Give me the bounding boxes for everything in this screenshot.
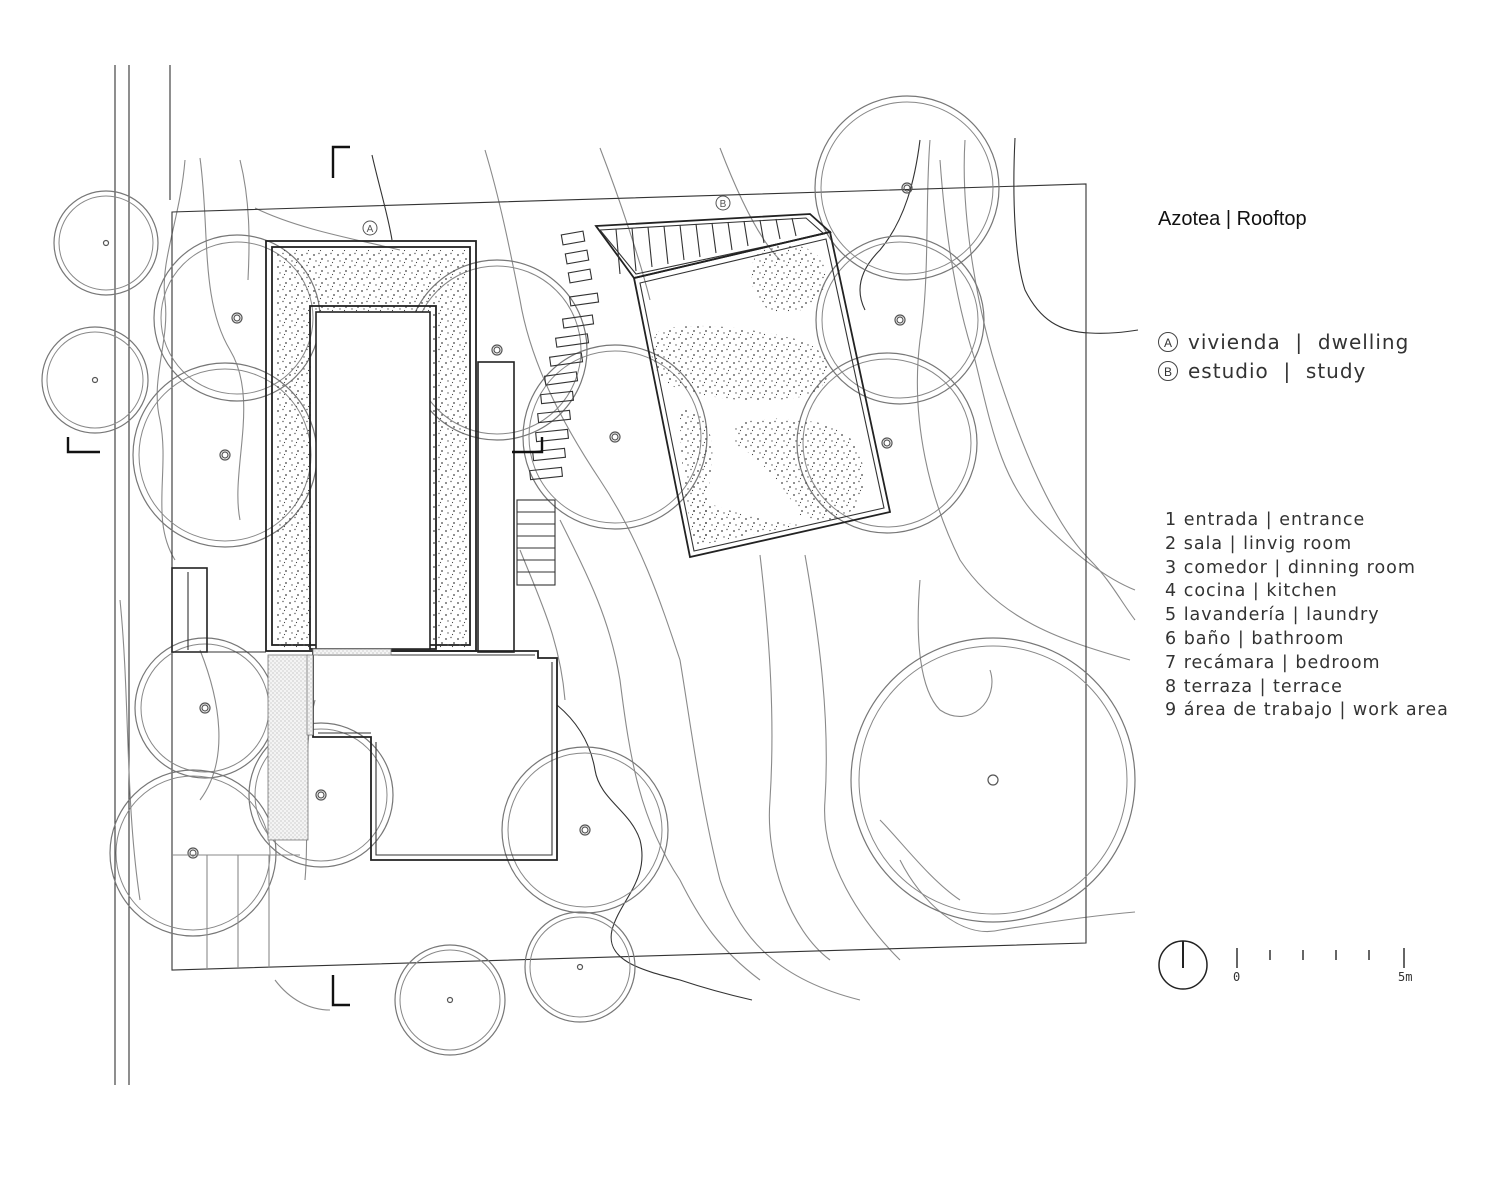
building-letter-badge: A — [1158, 332, 1178, 352]
tree-icon — [814, 95, 1000, 281]
tree-icon — [248, 722, 394, 868]
room-legend-item: 7 recámara | bedroom — [1165, 652, 1381, 673]
building-key-label: vivienda | dwelling — [1188, 330, 1410, 354]
room-legend-item: 8 terraza | terrace — [1165, 676, 1343, 697]
study-stairs — [615, 217, 797, 275]
tree-icon — [109, 769, 277, 937]
tree-icon — [394, 944, 506, 1056]
building-key-b: B estudio | study — [1158, 359, 1366, 383]
tree-icon — [41, 326, 149, 434]
building-key-a: A vivienda | dwelling — [1158, 330, 1409, 354]
room-legend-item: 3 comedor | dinning room — [1165, 557, 1416, 578]
street-lines — [114, 65, 171, 1085]
svg-text:B: B — [720, 199, 727, 210]
tree-icon — [850, 637, 1136, 923]
tree-icon — [524, 911, 636, 1023]
contour-lines — [119, 139, 1136, 1011]
scale-bar — [1236, 948, 1405, 968]
parking-spaces — [172, 854, 300, 968]
building-letter-badge: B — [1158, 361, 1178, 381]
building-a-dwelling — [171, 240, 558, 968]
tree-icon — [815, 235, 985, 405]
tree-icon — [501, 746, 669, 914]
room-legend-item: 1 entrada | entrance — [1165, 510, 1366, 530]
plan-label-a: A — [362, 220, 378, 236]
tree-icon — [134, 637, 276, 779]
room-legend-item: 6 baño | bathroom — [1165, 628, 1345, 649]
stairs — [516, 499, 556, 586]
room-legend-item: 5 lavandería | laundry — [1165, 605, 1380, 626]
room-legend-item: 2 sala | linvig room — [1165, 533, 1353, 554]
building-b-study — [594, 213, 892, 559]
property-boundary — [171, 183, 1087, 971]
tree-icon — [53, 190, 159, 296]
drawing-title: Azotea | Rooftop — [1158, 208, 1307, 230]
scale-end-label: 5m — [1398, 970, 1413, 984]
svg-text:A: A — [367, 224, 374, 235]
room-legend: 1 entrada | entrance 2 sala | linvig roo… — [1165, 509, 1449, 723]
section-marker-icon — [66, 145, 544, 1007]
room-legend-item: 4 cocina | kitchen — [1165, 581, 1338, 602]
scale-start-label: 0 — [1233, 970, 1241, 984]
stepping-stones — [529, 230, 600, 481]
north-arrow-icon — [1158, 940, 1208, 990]
room-legend-item: 9 área de trabajo | work area — [1165, 700, 1449, 721]
plan-label-b: B — [715, 195, 731, 211]
building-key-label: estudio | study — [1188, 359, 1367, 383]
